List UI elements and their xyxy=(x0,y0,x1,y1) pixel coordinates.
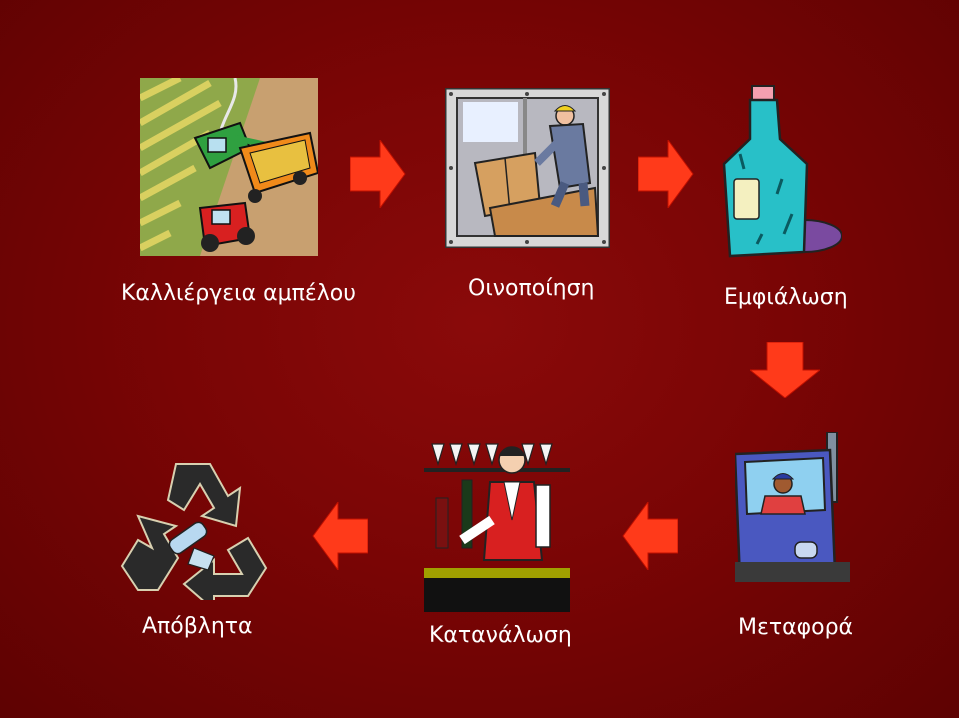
bartender-icon xyxy=(424,440,570,612)
step-label-winemaking: Οινοποίηση xyxy=(468,276,595,301)
arrow-right-icon xyxy=(638,140,694,212)
harvester-icon xyxy=(140,78,318,256)
step-label-transport: Μεταφορά xyxy=(738,615,853,640)
arrow-right-icon xyxy=(350,140,406,212)
step-label-waste: Απόβλητα xyxy=(142,614,253,639)
wine-bottle-icon xyxy=(722,84,842,262)
step-label-bottling: Εμφιάλωση xyxy=(724,285,848,310)
warehouse-worker-icon xyxy=(445,88,610,248)
arrow-left-icon xyxy=(312,502,368,574)
arrow-left-icon xyxy=(622,502,678,574)
step-label-cultivation: Καλλιέργεια αμπέλου xyxy=(121,281,356,306)
arrow-down-icon xyxy=(750,342,820,402)
truck-driver-icon xyxy=(735,432,850,582)
recycle-icon xyxy=(118,460,268,600)
step-label-consumption: Κατανάλωση xyxy=(429,623,572,648)
